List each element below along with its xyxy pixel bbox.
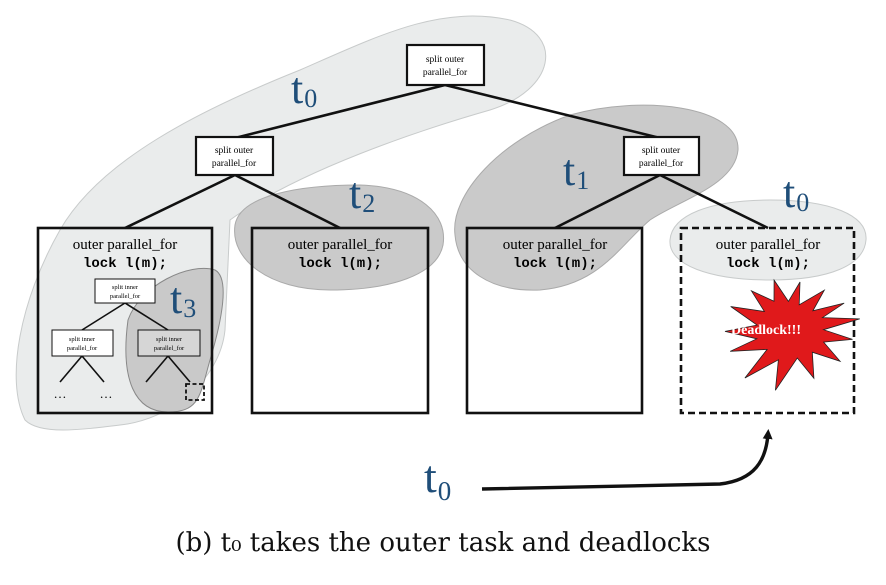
thread-label-t0-right: t0: [783, 168, 809, 217]
outer-task-box-2: outer parallel_for lock l(m);: [250, 226, 430, 415]
svg-text:lock l(m);: lock l(m);: [298, 256, 382, 272]
svg-text:split inner: split inner: [156, 336, 183, 343]
split-outer-left-node: split outer parallel_for: [194, 135, 275, 177]
deadlock-starburst: Deadlock!!!: [724, 278, 860, 391]
svg-text:split outer: split outer: [642, 146, 681, 156]
svg-text:lock l(m);: lock l(m);: [513, 256, 597, 272]
thread-label-t2: t2: [349, 169, 375, 218]
ellipsis-right: …: [100, 386, 113, 401]
svg-text:lock l(m);: lock l(m);: [726, 256, 810, 272]
svg-text:split outer: split outer: [215, 146, 254, 156]
thread-label-t1: t1: [563, 146, 589, 195]
svg-text:parallel_for: parallel_for: [639, 158, 684, 169]
outer-task-box-1: outer parallel_for lock l(m);: [36, 226, 214, 415]
figure-caption: (b) t₀ takes the outer task and deadlock…: [175, 528, 711, 558]
t2-region: [234, 184, 445, 291]
svg-text:parallel_for: parallel_for: [154, 345, 185, 352]
svg-text:Deadlock!!!: Deadlock!!!: [731, 323, 801, 338]
split-inner-top-node: split inner parallel_for: [94, 278, 156, 304]
svg-text:outer parallel_for: outer parallel_for: [716, 237, 821, 253]
svg-text:lock l(m);: lock l(m);: [83, 256, 167, 272]
inner-tree-edges: [59, 302, 191, 383]
outer-task-box-3: outer parallel_for lock l(m);: [465, 226, 644, 415]
svg-text:parallel_for: parallel_for: [67, 345, 98, 352]
steal-arrow: [481, 429, 773, 491]
thread-labels: t0 t1 t2 t3 t0 t0: [170, 64, 809, 506]
thread-label-t3: t3: [170, 274, 196, 323]
thread-label-t0-top: t0: [291, 64, 317, 113]
svg-text:split inner: split inner: [69, 336, 96, 343]
split-inner-right-node: split inner parallel_for: [137, 329, 201, 357]
svg-text:outer parallel_for: outer parallel_for: [288, 237, 393, 253]
svg-text:parallel_for: parallel_for: [110, 293, 141, 300]
svg-text:parallel_for: parallel_for: [423, 67, 468, 78]
svg-text:parallel_for: parallel_for: [212, 158, 257, 169]
svg-text:outer parallel_for: outer parallel_for: [503, 237, 608, 253]
split-inner-left-node: split inner parallel_for: [51, 329, 114, 357]
inner-pending-task: [185, 383, 205, 401]
svg-text:outer parallel_for: outer parallel_for: [73, 237, 178, 253]
split-outer-root-node: split outer parallel_for: [405, 43, 486, 87]
svg-text:split inner: split inner: [112, 284, 139, 291]
split-outer-right-node: split outer parallel_for: [622, 135, 701, 177]
svg-text:split outer: split outer: [426, 55, 465, 65]
thread-label-t0-bottom: t0: [424, 451, 451, 506]
ellipsis-left: …: [54, 386, 67, 401]
tree-edges: [124, 83, 769, 230]
